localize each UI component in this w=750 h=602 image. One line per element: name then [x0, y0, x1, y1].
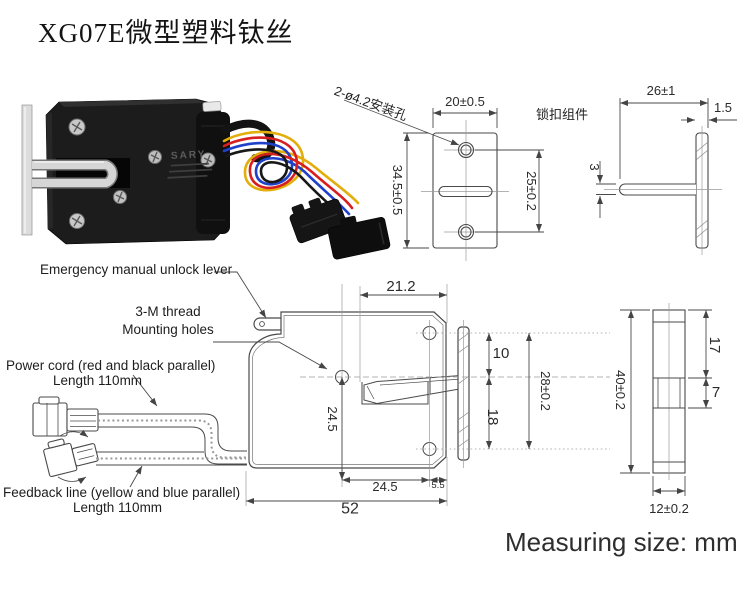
dim-profile-height: 40±0.2 — [612, 370, 628, 410]
dim-body-hole-span: 28±0.2 — [537, 371, 553, 411]
feedback-line-length: Length 110mm — [73, 500, 163, 515]
dim-plate-hole-spacing: 25±0.2 — [523, 171, 539, 211]
brand-text: SARY — [170, 149, 207, 162]
latch-side-view — [596, 98, 737, 255]
dim-plate-width: 20±0.5 — [445, 94, 485, 110]
thread-label-line1: 3-M thread — [135, 303, 201, 319]
leader-lines — [129, 271, 328, 488]
dim-body-top-width: 21.2 — [386, 278, 416, 296]
dim-body-bottom-edge: 5.5 — [431, 480, 445, 492]
plate-front-view — [343, 99, 544, 261]
dim-body-center-to-hole: 18 — [483, 408, 501, 426]
dim-body-hole-to-center: 10 — [492, 345, 510, 363]
dim-latch-plate-thickness: 1.5 — [713, 100, 733, 116]
screws — [68, 118, 216, 229]
product-photo — [21, 98, 391, 260]
dim-body-center-height: 24.5 — [324, 406, 340, 432]
dim-profile-width: 12±0.2 — [649, 501, 689, 517]
plate-profile-view — [620, 303, 712, 496]
lock-assembly-label: 锁扣组件 — [535, 107, 589, 123]
photo-connector-1 — [289, 197, 348, 244]
unlock-pin — [202, 101, 222, 112]
feedback-line-label: Feedback line (yellow and blue parallel) — [3, 485, 241, 500]
power-cord-label: Power cord (red and black parallel) — [6, 358, 216, 373]
dim-profile-top-section: 17 — [705, 336, 723, 354]
connector-drawings — [32, 396, 247, 484]
dim-latch-length: 26±1 — [646, 83, 676, 99]
dim-body-bottom-center: 24.5 — [372, 479, 398, 495]
dim-body-total-width: 52 — [341, 500, 359, 518]
measuring-unit-note: Measuring size: mm — [505, 527, 738, 557]
dim-profile-middle-section: 7 — [711, 384, 721, 402]
body-top-view — [245, 284, 610, 506]
power-cord-length: Length 110mm — [53, 373, 143, 388]
dim-plate-height: 34.5±0.5 — [389, 164, 405, 216]
dim-latch-tongue-thickness: 3 — [586, 163, 602, 171]
page-title: XG07E微型塑料钛丝 — [38, 18, 294, 48]
photo-connector-2 — [327, 215, 391, 260]
wires — [221, 119, 370, 247]
thread-label-line2: Mounting holes — [122, 321, 214, 337]
emergency-lever-label: Emergency manual unlock lever — [40, 262, 233, 277]
